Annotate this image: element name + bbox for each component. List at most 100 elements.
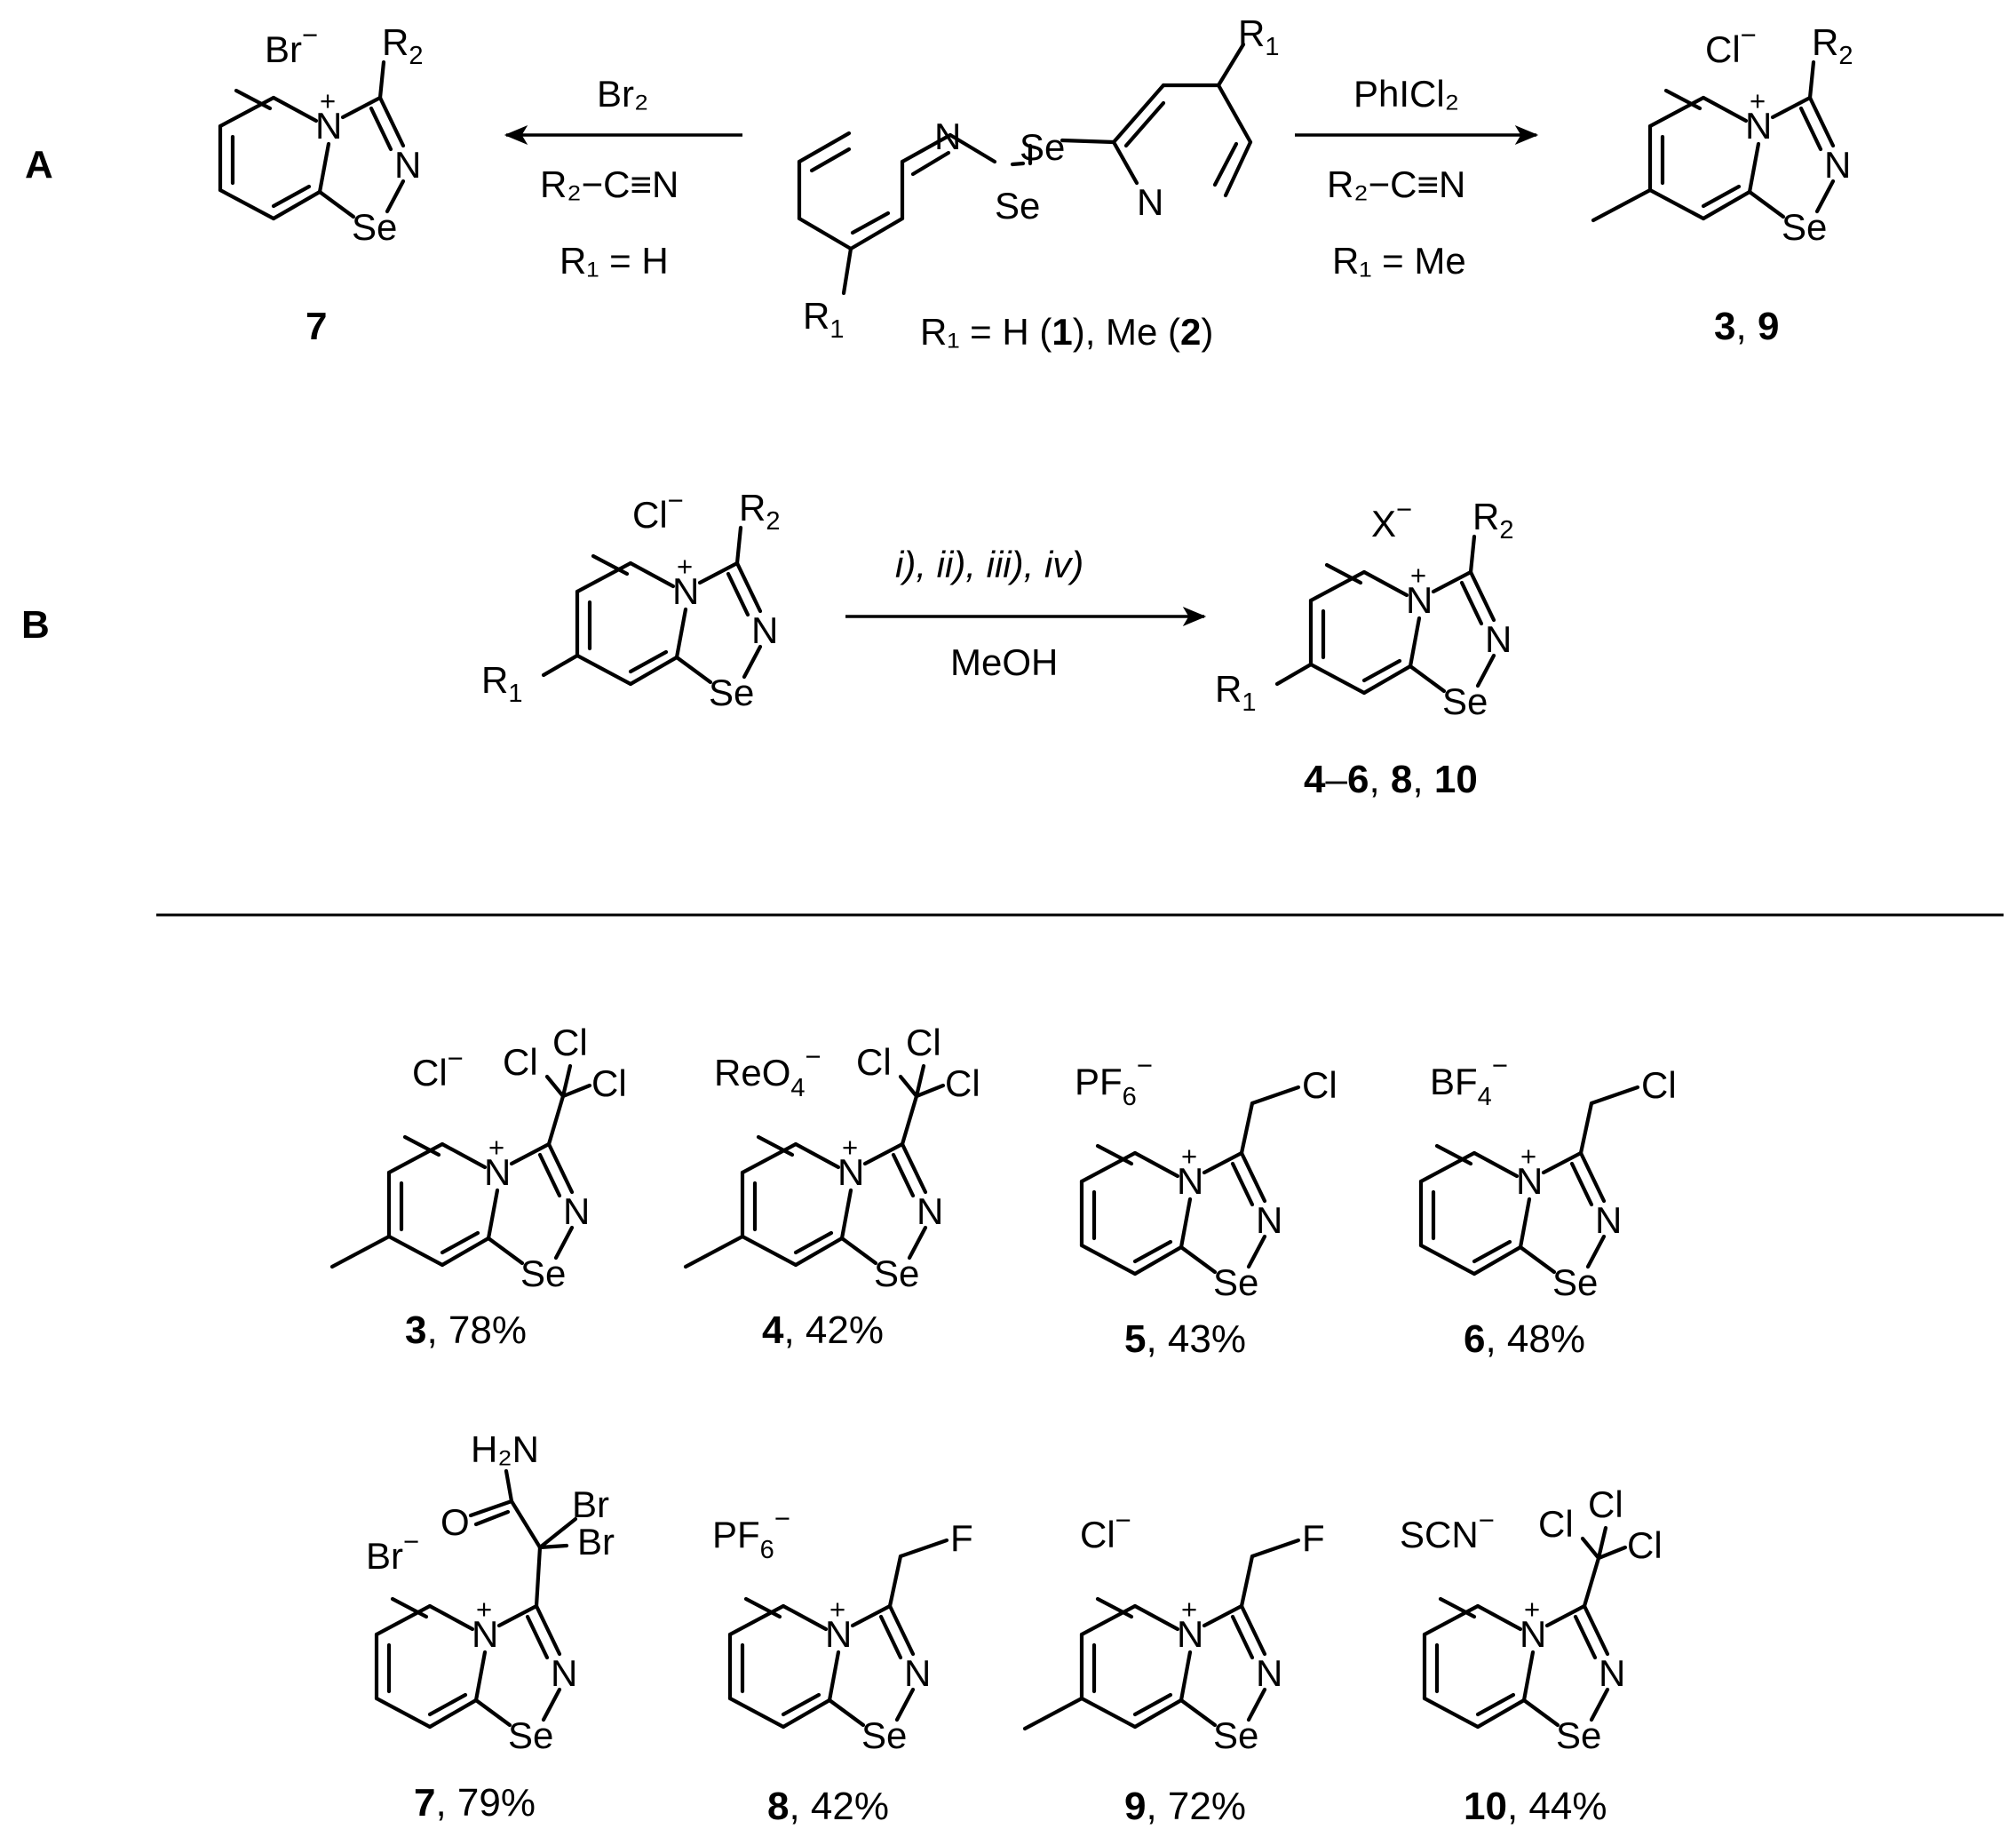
charge-plus: + <box>1410 560 1426 591</box>
atom-n: N <box>394 144 421 186</box>
atom-n-left-py: N <box>934 115 961 157</box>
compound-caption-8: 8, 42% <box>767 1785 889 1828</box>
scheme-b-product: N + N Se R2 X− R1 <box>1215 494 1513 722</box>
atom-se: Se <box>1213 1261 1258 1303</box>
anion-label: Cl− <box>412 1043 464 1093</box>
compound-caption-9: 9, 72% <box>1124 1785 1246 1828</box>
fluorine-atom: F <box>1302 1517 1325 1559</box>
r1-group: R1 <box>481 659 522 708</box>
anion-label: PF6− <box>712 1503 790 1564</box>
compound-caption-7: 7, 79% <box>414 1781 536 1825</box>
condition-nitrile-left: R₂−C≡N <box>540 163 679 205</box>
atom-n-plus: N <box>472 1613 498 1655</box>
anion-label: Br− <box>366 1526 419 1577</box>
reagent-br2: Br₂ <box>597 73 648 115</box>
anion-label: BF4− <box>1430 1050 1508 1111</box>
atom-se-2: Se <box>1020 126 1065 168</box>
compound-caption-3: 3, 78% <box>405 1308 527 1352</box>
atom-se: Se <box>874 1252 919 1294</box>
atom-se-1: Se <box>995 185 1040 227</box>
atom-n-plus: N <box>825 1613 852 1655</box>
starting-material-caption: R₁ = H (1), Me (2) <box>920 311 1213 353</box>
anion-label: SCN− <box>1400 1505 1495 1555</box>
atom-n: N <box>917 1190 943 1232</box>
atom-n: N <box>563 1190 590 1232</box>
chlorine-atom: Cl <box>856 1041 892 1083</box>
atom-n: N <box>1595 1199 1622 1241</box>
anion-label: Cl− <box>1080 1505 1131 1555</box>
atom-n-plus: N <box>1177 1160 1203 1202</box>
scheme-a-product-3-9: N + N Se R2 Cl− <box>1593 20 1853 248</box>
chlorine-atom: Cl <box>1302 1064 1337 1106</box>
atom-n: N <box>904 1652 931 1694</box>
chlorine-atom: Cl <box>591 1062 627 1104</box>
r2-group: R2 <box>1472 496 1513 545</box>
solvent-meoh: MeOH <box>950 641 1058 683</box>
atom-n-plus: N <box>1745 105 1772 147</box>
atom-se: Se <box>1213 1714 1258 1756</box>
chlorine-atom: Cl <box>1641 1064 1677 1106</box>
r1-top: R1 <box>1238 12 1279 61</box>
anion-label: PF6− <box>1075 1050 1153 1111</box>
charge-plus: + <box>829 1594 845 1625</box>
reagents-list: i), ii), iii), iv) <box>895 544 1083 585</box>
compound-caption-10: 10, 44% <box>1464 1785 1607 1828</box>
oxygen-atom: O <box>441 1501 470 1543</box>
charge-plus: + <box>488 1132 504 1163</box>
scheme-b-reactant: N + N Se R2 Cl− R1 <box>481 485 780 713</box>
panel-label-b: B <box>21 603 50 647</box>
compound-caption-5: 5, 43% <box>1124 1317 1246 1361</box>
anion-cl: Cl− <box>1705 20 1757 70</box>
atom-n-plus: N <box>1516 1160 1543 1202</box>
charge-plus: + <box>677 551 693 582</box>
atom-se: Se <box>1556 1714 1601 1756</box>
r1-bottom: R1 <box>803 295 844 344</box>
compound-label-4-6-8-10: 4–6, 8, 10 <box>1304 758 1478 801</box>
atom-n: N <box>1256 1652 1282 1694</box>
bromine-atom: Br <box>572 1483 609 1525</box>
chlorine-atom: Cl <box>1538 1503 1574 1545</box>
panel-label-a: A <box>25 143 53 187</box>
chlorine-atom: Cl <box>1588 1483 1623 1525</box>
atom-n-plus: N <box>1406 579 1433 621</box>
charge-plus: + <box>1750 85 1766 116</box>
atom-n-plus: N <box>672 570 699 612</box>
charge-plus: + <box>1520 1141 1536 1172</box>
anion-cl: Cl− <box>632 485 684 536</box>
atom-n-plus: N <box>1520 1613 1546 1655</box>
bromine-atom: Br <box>577 1521 615 1563</box>
atom-n: N <box>1599 1652 1625 1694</box>
charge-plus: + <box>1181 1141 1197 1172</box>
atom-n-plus: N <box>484 1151 511 1193</box>
reagent-phicl2: PhICl₂ <box>1353 73 1459 115</box>
r2-group: R2 <box>382 21 423 70</box>
scheme-a-product-7: N + N Se R2 Br− <box>220 20 423 248</box>
atom-n-plus: N <box>837 1151 864 1193</box>
atom-se: Se <box>1782 206 1827 248</box>
amine-group: H₂N <box>471 1428 539 1470</box>
atom-n: N <box>1485 618 1512 660</box>
charge-plus: + <box>1524 1594 1540 1625</box>
charge-plus: + <box>320 85 336 116</box>
charge-plus: + <box>842 1132 858 1163</box>
r2-group: R2 <box>1812 21 1853 70</box>
compound-label-7: 7 <box>306 305 327 348</box>
r2-group: R2 <box>739 487 780 536</box>
chlorine-atom: Cl <box>906 1022 941 1063</box>
r1-group: R1 <box>1215 668 1256 717</box>
chlorine-atom: Cl <box>503 1041 538 1083</box>
anion-x: X− <box>1371 494 1412 545</box>
compound-label-3-9: 3, 9 <box>1714 305 1779 348</box>
atom-n: N <box>751 609 778 651</box>
compound-caption-4: 4, 42% <box>762 1308 884 1352</box>
atom-se: Se <box>508 1714 553 1756</box>
atom-se: Se <box>520 1252 566 1294</box>
atom-n: N <box>1824 144 1851 186</box>
